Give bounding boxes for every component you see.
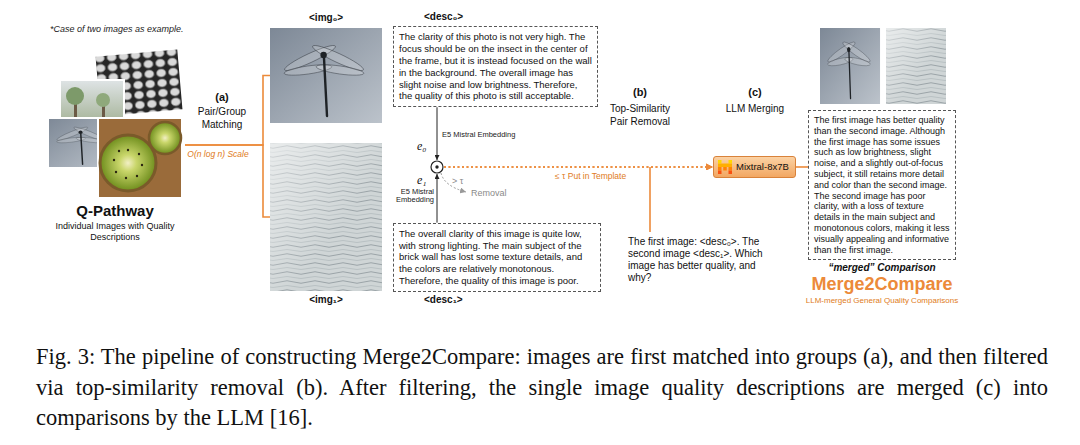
dataset-name: Merge2Compare bbox=[782, 274, 982, 296]
embedding-label: E5 Mistral Embedding bbox=[442, 131, 515, 139]
complexity-note: O(n log n) Scale bbox=[178, 149, 258, 159]
tree-crown bbox=[96, 93, 110, 107]
connector-line bbox=[444, 166, 713, 168]
image-tag: <img₁> bbox=[270, 294, 382, 305]
kiwi-slice bbox=[100, 135, 156, 191]
embedding-symbol: e₁ bbox=[417, 174, 427, 186]
connector-line bbox=[437, 174, 438, 223]
prompt-template: The first image: <desc₀>. The second ima… bbox=[628, 236, 778, 284]
step-title: Top-Similarity Pair Removal bbox=[602, 103, 678, 128]
connector bbox=[796, 166, 808, 167]
figure-caption: Fig. 3: The pipeline of constructing Mer… bbox=[36, 342, 1048, 434]
connector-line bbox=[437, 107, 438, 160]
comparison-text: The first image has better quality than … bbox=[814, 115, 950, 255]
comparison-title: “merged” Comparison bbox=[797, 262, 967, 273]
note: *Case of two images as example. bbox=[50, 24, 184, 35]
image-frame: <img₁> bbox=[270, 143, 382, 291]
description-text: The overall clarity of this image is qui… bbox=[399, 228, 595, 287]
similarity-operator bbox=[431, 161, 443, 173]
model-logo bbox=[718, 160, 732, 174]
kiwi-seeds bbox=[113, 149, 143, 179]
kiwi-photo-ground bbox=[98, 118, 182, 198]
embedding-symbol: e₀ bbox=[417, 140, 427, 152]
removal-arrow bbox=[441, 173, 466, 192]
wall-texture-image bbox=[270, 143, 382, 291]
model-name: Mixtral-8x7B bbox=[736, 161, 789, 172]
image-tag: <img₀> bbox=[270, 12, 382, 23]
dragonfly-picture bbox=[820, 28, 880, 104]
operator-dot bbox=[435, 165, 438, 168]
step-marker: (c) bbox=[730, 86, 780, 99]
description-tag: <desc₁> bbox=[424, 294, 463, 305]
description-box: <desc₁>The overall clarity of this image… bbox=[393, 223, 601, 292]
connector-line bbox=[796, 166, 808, 168]
template-branch-line bbox=[649, 167, 651, 232]
group-title: Q-Pathway bbox=[45, 202, 185, 220]
kiwi-photo bbox=[98, 118, 182, 198]
threshold-label: > τ bbox=[452, 176, 463, 187]
removal-label: Removal bbox=[471, 188, 507, 199]
step-title: Pair/Group Matching bbox=[186, 106, 258, 131]
threshold-label: ≤ τ Put in Template bbox=[555, 171, 626, 181]
description-box: <desc₀>The clarity of this photo is not … bbox=[393, 26, 598, 107]
step-marker: (b) bbox=[615, 86, 665, 99]
wall-lighting bbox=[886, 28, 946, 104]
connector bbox=[437, 167, 713, 223]
embedding-label: E5 Mistral Embedding bbox=[384, 188, 434, 205]
connector-line bbox=[185, 76, 270, 146]
wall-lighting bbox=[270, 143, 382, 291]
connector bbox=[185, 76, 270, 146]
group-subtitle: Individual Images with Quality Descripti… bbox=[55, 221, 175, 243]
connector bbox=[437, 107, 713, 167]
image-collage bbox=[48, 48, 184, 198]
step-title: LLM Merging bbox=[705, 103, 805, 116]
description-text: The clarity of this photo is not very hi… bbox=[399, 31, 592, 102]
connector-line bbox=[444, 166, 713, 168]
dragonfly-image bbox=[270, 28, 382, 123]
dragonfly-thumbnail bbox=[820, 28, 880, 104]
kiwi-slice bbox=[149, 122, 181, 154]
dataset-subtitle: LLM-merged General Quality Comparisons bbox=[782, 296, 982, 306]
comparison-box: The first image has better quality than … bbox=[808, 110, 956, 260]
description-tag: <desc₀> bbox=[424, 11, 463, 22]
wall-thumbnail bbox=[886, 28, 946, 104]
tree-crown bbox=[66, 87, 84, 105]
image-frame: <img₀> bbox=[270, 28, 382, 123]
step-marker: (a) bbox=[202, 91, 242, 104]
image-group: Q-PathwayIndividual Images with Quality … bbox=[45, 52, 185, 243]
